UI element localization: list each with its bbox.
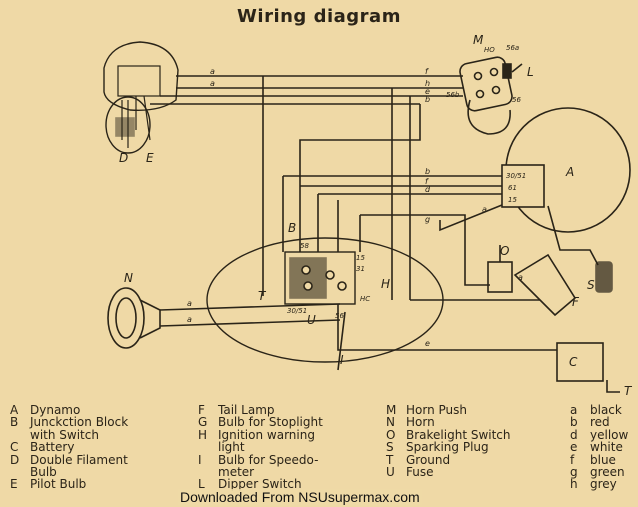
terminal-label: 58 — [300, 242, 309, 250]
wire-letter-h: h — [425, 79, 430, 88]
component-label-C: C — [569, 355, 578, 369]
wire-letter-e: e — [425, 339, 430, 348]
brakelight-switch — [487, 245, 513, 293]
terminal-label: 61 — [508, 184, 517, 192]
wire-letter-a: a — [187, 315, 192, 324]
component-label-D: D — [119, 151, 128, 165]
wire-letter-a: a — [210, 79, 215, 88]
wire-letter-a: a — [210, 67, 215, 76]
wire-letter-f: f — [425, 177, 429, 186]
component-label-B: B — [288, 221, 296, 235]
component-label-U: U — [307, 313, 316, 327]
terminal-label: 15 — [508, 196, 517, 204]
wire-letter-d: d — [425, 185, 431, 194]
component-label-L: L — [527, 65, 534, 79]
component-label-I: I — [340, 353, 344, 367]
legend-item-cont: light — [218, 440, 245, 455]
component-label-F: F — [572, 295, 580, 309]
component-label-O: O — [500, 244, 509, 258]
wire-letter-e: e — [425, 87, 430, 96]
component-label-T: T — [624, 384, 633, 398]
wire-letter-b: b — [425, 95, 430, 104]
battery — [337, 304, 620, 393]
terminal-label: 30/51 — [287, 307, 307, 315]
wire-letter-a: a — [482, 205, 487, 214]
legend-item-cont: with Switch — [30, 427, 99, 442]
wire-letter-b: b — [425, 167, 430, 176]
terminal-label: 56a — [506, 44, 519, 52]
headlamp-assembly — [103, 41, 179, 154]
component-label-H: H — [381, 277, 390, 291]
component-label-S: S — [587, 278, 595, 292]
terminal-label: 30/51 — [506, 172, 526, 180]
sparking-plug — [595, 261, 613, 293]
vertical-wires — [262, 76, 421, 300]
component-label-N: N — [124, 271, 133, 285]
page-title: Wiring diagram — [237, 6, 401, 27]
tail-lamp — [410, 253, 577, 317]
terminal-label: 56b — [446, 91, 460, 99]
dynamo-wires — [283, 175, 503, 286]
terminal-label: HC — [360, 295, 370, 303]
component-label-T-frame: T — [258, 289, 267, 303]
terminal-label: HO — [484, 46, 495, 54]
wire-letter-a: a — [518, 273, 523, 282]
legend-item-cont: Bulb — [30, 465, 57, 480]
terminal-label: 15 — [356, 254, 365, 262]
dynamo — [501, 107, 631, 266]
wire-letter-f: f — [425, 67, 429, 76]
component-label-M: M — [473, 33, 484, 47]
junction-block — [206, 237, 444, 363]
dipper-switch — [459, 56, 523, 135]
terminal-label: 31 — [356, 265, 365, 273]
component-label-A: A — [565, 165, 574, 179]
wire-letter-a: a — [187, 299, 192, 308]
terminal-label: 56 — [335, 312, 344, 320]
download-credit: Downloaded From NSUsupermax.com — [178, 489, 422, 505]
horn — [107, 287, 341, 349]
wire-bundle-top — [150, 75, 463, 105]
legend-item-cont: meter — [218, 465, 255, 480]
wire-letter-g: g — [425, 215, 430, 224]
terminal-label: 56 — [512, 96, 521, 104]
component-label-E: E — [146, 151, 154, 165]
